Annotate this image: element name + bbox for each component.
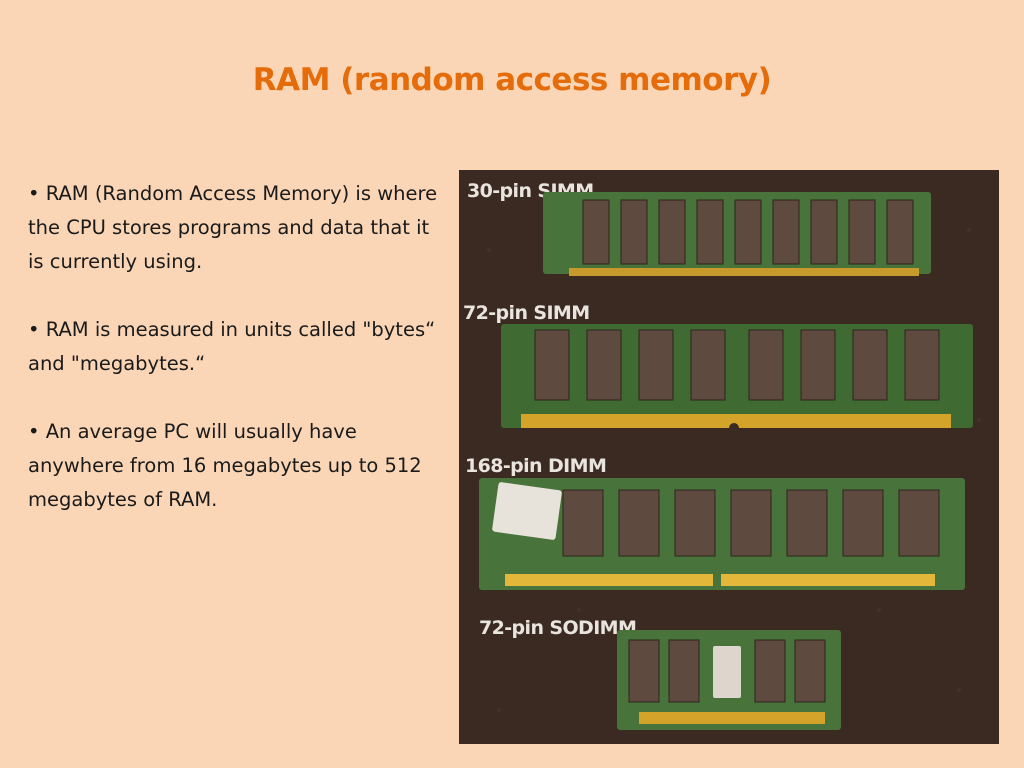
simm-30pin-module — [543, 192, 931, 276]
simm-72pin-module — [501, 324, 973, 433]
bullet-list: • RAM (Random Access Memory) is where th… — [28, 177, 438, 551]
module-label-72pin-simm: 72-pin SIMM — [463, 302, 590, 324]
bullet-item-1: • RAM (Random Access Memory) is where th… — [28, 182, 438, 273]
bullet-item-3: • An average PC will usually have anywhe… — [28, 420, 422, 511]
ram-modules-illustration: 30-pin SIMM 72-pin SIMM — [459, 170, 999, 744]
bullet-item-2: • RAM is measured in units called "bytes… — [28, 318, 436, 375]
slide-title: RAM (random access memory) — [252, 62, 772, 98]
sodimm-72pin-module — [617, 630, 841, 730]
module-label-72pin-sodimm: 72-pin SODIMM — [479, 617, 636, 639]
dimm-168pin-module — [479, 478, 965, 590]
module-label-168pin-dimm: 168-pin DIMM — [465, 455, 606, 477]
ram-modules-photo: 30-pin SIMM 72-pin SIMM — [459, 170, 999, 744]
